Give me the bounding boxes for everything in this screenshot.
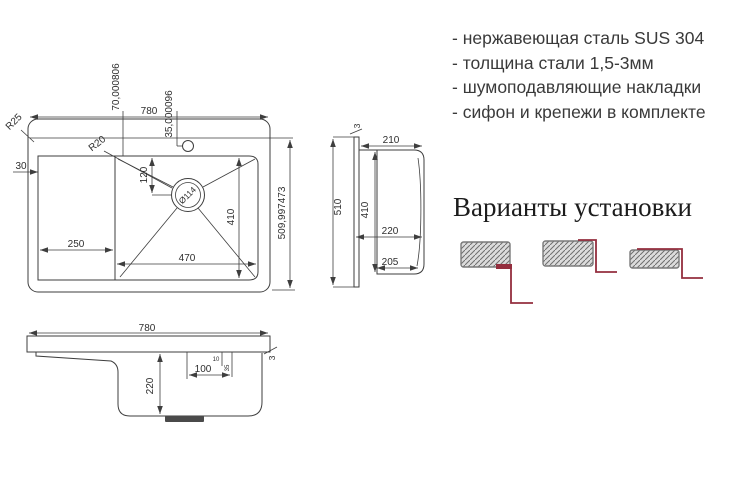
front-view-linework	[26, 335, 278, 422]
dim-top-corner-r20: R20	[87, 134, 109, 154]
installation-diagrams	[460, 239, 703, 304]
side-rim-flange	[353, 136, 360, 288]
sink-outer-rim	[27, 118, 271, 293]
dim-top-left-margin: 30	[15, 161, 27, 172]
dim-side-bottom-depth: 205	[382, 257, 399, 268]
dim-side-top-depth: 210	[383, 135, 400, 146]
faucet-hole	[182, 140, 194, 152]
sink-edge-profile-line	[637, 248, 703, 279]
dim-side-bowl: 410	[360, 201, 371, 218]
top-view-drawing: 780 70,000806 35,000096 R25 R20 30 120 Ø…	[4, 63, 295, 293]
top-view-linework	[20, 111, 295, 293]
dim-front-detail-b: 35	[225, 364, 231, 371]
dim-front-detail-a: 10	[213, 357, 220, 363]
front-rim-slab	[26, 335, 271, 353]
dim-front-rim-thickness: 3	[267, 355, 277, 360]
dim-side-rim-thickness: 3	[352, 123, 362, 128]
dim-top-bowl-length: 470	[179, 253, 196, 264]
front-view-dimensions: 780 3 220 100 10 35	[29, 323, 277, 414]
dim-front-bowl-depth: 220	[145, 377, 156, 394]
r20-leader	[103, 150, 173, 189]
countertop-block	[542, 240, 594, 267]
r25-leader	[20, 129, 35, 143]
dim-top-drain-diameter: Ø114	[177, 184, 199, 206]
spec-item: - толщина стали 1,5-3мм	[452, 52, 654, 73]
spec-item: - нержавеющая сталь SUS 304	[452, 28, 705, 48]
drain-hole-inner	[175, 182, 201, 208]
spec-item: - сифон и крепежи в комплекте	[452, 101, 706, 122]
dim-top-drain-from-top: 120	[139, 166, 150, 183]
side-view-dimensions: 3 210 510 410 220 205	[330, 123, 422, 285]
countertop-block	[460, 241, 511, 268]
dim-top-drainboard-width: 250	[68, 239, 85, 250]
installation-variant-3	[629, 248, 703, 279]
front-bowl-outline	[35, 352, 263, 417]
side-view-linework	[333, 128, 425, 288]
top-view-dimensions: 780 70,000806 35,000096 R25 R20 30 120 Ø…	[4, 63, 293, 288]
countertop-block	[629, 249, 680, 269]
dim-top-faucet-y: 35,000096	[164, 90, 175, 138]
front-view-drawing: 780 3 220 100 10 35	[26, 323, 278, 422]
spec-item: - шумоподавляющие накладки	[452, 77, 702, 97]
installation-variant-2	[542, 239, 617, 273]
dim-front-overall-width: 780	[139, 323, 156, 334]
side-bowl-profile	[376, 149, 425, 275]
installation-heading: Варианты установки	[453, 192, 692, 222]
side-view-drawing: 3 210 510 410 220 205	[330, 123, 425, 288]
spec-list: - нержавеющая сталь SUS 304 - толщина ст…	[452, 26, 742, 124]
sink-inner-deck	[37, 155, 259, 281]
dim-side-overall: 510	[333, 198, 344, 215]
front-drain-fitting	[165, 416, 204, 422]
installation-variant-1	[460, 241, 533, 304]
sink-edge-profile	[496, 264, 512, 269]
sink-edge-profile-line	[510, 267, 533, 304]
dim-top-bowl-width: 410	[226, 208, 237, 225]
dim-front-drain-offset: 100	[195, 364, 212, 375]
drain-hole-outer	[171, 178, 205, 212]
dim-top-corner-r25: R25	[4, 112, 25, 133]
sink-edge-profile-line	[578, 239, 617, 273]
dim-top-overall-width: 780	[141, 106, 158, 117]
dim-side-mid-depth: 220	[382, 226, 399, 237]
dim-top-overall-depth: 509,997473	[277, 186, 288, 239]
dim-top-faucet-x: 70,000806	[111, 63, 122, 111]
